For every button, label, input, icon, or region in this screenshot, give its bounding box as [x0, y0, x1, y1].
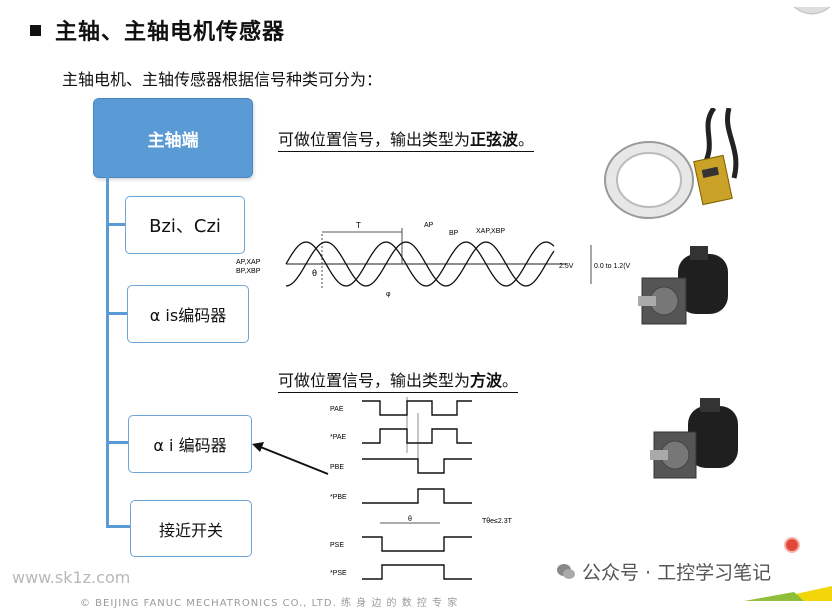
period-label: T [356, 221, 361, 230]
tree-item-label: α i 编码器 [153, 436, 227, 455]
square-description: 可做位置信号，输出类型为方波。 [278, 367, 519, 393]
tree-item-bzi-czi: Bzi、Czi [125, 196, 245, 254]
square-desc-prefix: 可做位置信号，输出类型为 [278, 371, 471, 390]
xap-xbp-label: XAP,XBP [476, 228, 505, 235]
tree-branch-line [106, 525, 131, 528]
footer-company: © BEIJING FANUC MECHATRONICS CO., LTD. 练… [80, 598, 459, 609]
tree-branch-line [106, 312, 128, 315]
tree-item-alpha-i-encoder: α i 编码器 [128, 415, 252, 473]
wechat-icon [557, 563, 575, 579]
square-desc-suffix: 。 [502, 371, 519, 390]
range-label: 0.0 to 1.2(V [594, 263, 631, 270]
sine-desc-suffix: 。 [518, 130, 535, 149]
square-desc-emphasis: 方波 [470, 371, 503, 390]
sine-curve-a [285, 241, 555, 287]
tree-item-alpha-is-encoder: α is编码器 [127, 285, 249, 343]
corner-logo [792, 0, 832, 15]
tree-root-label: 主轴端 [147, 130, 199, 151]
square-wave-diagram: PAE *PAE PBE *PBE PSE *PSE θ Tθe≤2.3T [330, 397, 513, 580]
tree-item-label: Bzi、Czi [149, 216, 221, 237]
square-wave-trace [362, 536, 472, 552]
bzi-czi-sensor-photo [604, 108, 739, 219]
signal-label: PBE [330, 464, 344, 471]
sine-desc-prefix: 可做位置信号，输出类型为 [278, 130, 471, 149]
tree-root-box: 主轴端 [93, 98, 253, 178]
watermark-wechat-text: 公众号 · 工控学习笔记 [582, 562, 772, 584]
bp-label: BP [449, 230, 459, 237]
square-wave-trace [362, 400, 472, 416]
alpha-is-encoder-photo [638, 246, 728, 325]
signal-label: *PBE [330, 494, 347, 501]
square-wave-trace [362, 488, 472, 504]
tree-item-label: 接近开关 [158, 520, 223, 540]
phase-label: θ [312, 268, 317, 278]
bottom-label: φ [386, 291, 391, 298]
sine-desc-emphasis: 正弦波 [470, 130, 519, 149]
left-label-1: AP,XAP [236, 259, 261, 266]
slide-title-row: 主轴、主轴电机传感器 [30, 14, 285, 46]
watermark-wechat: 公众号 · 工控学习笔记 [556, 558, 771, 585]
alpha-i-encoder-photo [650, 398, 738, 479]
sine-curve-b [285, 241, 555, 287]
record-indicator-icon [784, 537, 800, 553]
square-wave-trace [362, 428, 472, 444]
tree-item-proximity-switch: 接近开关 [130, 500, 252, 557]
signal-label: PSE [330, 542, 344, 549]
tree-trunk-line [106, 176, 109, 528]
sine-description: 可做位置信号，输出类型为正弦波。 [278, 126, 535, 152]
signal-label: *PSE [330, 570, 347, 577]
square-wave-trace [362, 564, 472, 580]
signal-label: *PAE [330, 434, 347, 441]
theta-label: θ [408, 516, 412, 523]
level-label: 2.5V [559, 263, 574, 270]
timing-label: Tθe≤2.3T [482, 518, 513, 525]
signal-label: PAE [330, 406, 344, 413]
ap-label: AP [424, 222, 434, 229]
tree-branch-line [106, 441, 129, 444]
left-label-2: BP,XBP [236, 268, 261, 275]
watermark-site: www.sk1z.com [12, 568, 131, 587]
square-bullet-icon [30, 24, 41, 36]
tree-item-label: α is编码器 [149, 306, 227, 325]
slide-subtitle: 主轴电机、主轴传感器根据信号种类可分为： [62, 70, 383, 89]
tree-branch-line [106, 223, 126, 226]
slide-title: 主轴、主轴电机传感器 [55, 20, 286, 45]
corner-decoration [744, 586, 832, 601]
square-wave-trace [362, 458, 472, 474]
sine-wave-diagram: T θ AP,XAP BP,XBP AP BP XAP,XBP 2.5V 0.0… [236, 221, 631, 298]
arrow-icon [252, 442, 329, 475]
